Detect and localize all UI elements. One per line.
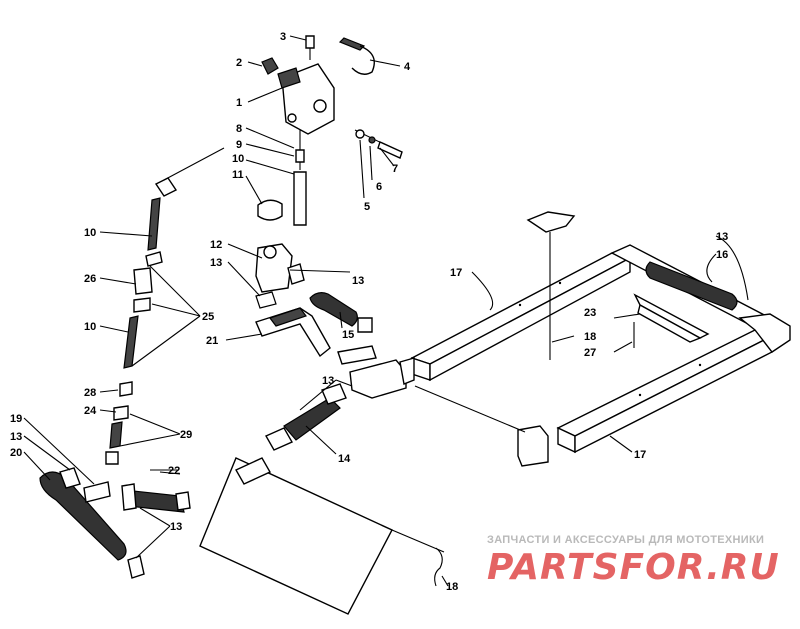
- callout-8: 8: [236, 123, 242, 135]
- filler-housing-assembly: [255, 35, 403, 309]
- callout-19: 19: [10, 413, 22, 425]
- hose-assembly-center: [255, 292, 415, 399]
- callout-14: 14: [338, 453, 351, 465]
- callout-12: 12: [210, 239, 222, 251]
- bleed-line-chain: [105, 177, 178, 465]
- callout-10: 10: [84, 227, 96, 239]
- callout-9: 9: [236, 139, 242, 151]
- callout-17: 17: [450, 267, 462, 279]
- callout-18: 18: [584, 331, 596, 343]
- callout-13: 13: [716, 231, 728, 243]
- callout-10: 10: [232, 153, 244, 165]
- callout-21: 21: [206, 335, 218, 347]
- callout-23: 23: [584, 307, 596, 319]
- callout-3: 3: [280, 31, 286, 43]
- callout-2: 2: [236, 57, 242, 69]
- callout-22: 22: [168, 465, 180, 477]
- callout-labels: 3 4 2 1 8 9 10 11 7 6 5 10 12 13 13 26 2…: [10, 31, 728, 593]
- watermark-subtitle: ЗАПЧАСТИ И АКСЕССУАРЫ ДЛЯ МОТОТЕХНИКИ: [487, 534, 765, 546]
- heat-exchanger-frame: [410, 211, 791, 467]
- callout-6: 6: [376, 181, 382, 193]
- callout-27: 27: [584, 347, 596, 359]
- bottom-plate: [199, 457, 445, 615]
- callout-26: 26: [84, 273, 96, 285]
- callout-4: 4: [404, 61, 411, 73]
- callout-10: 10: [84, 321, 96, 333]
- callout-7: 7: [392, 163, 398, 175]
- callout-25: 25: [202, 311, 214, 323]
- callout-13: 13: [10, 431, 22, 443]
- callout-18: 18: [446, 581, 458, 593]
- callout-16: 16: [716, 249, 728, 261]
- callout-28: 28: [84, 387, 96, 399]
- callout-13: 13: [322, 375, 334, 387]
- callout-15: 15: [342, 329, 354, 341]
- callout-13: 13: [352, 275, 364, 287]
- watermark-logo: PARTSFOR.RU: [487, 547, 780, 588]
- callout-13: 13: [210, 257, 222, 269]
- callout-29: 29: [180, 429, 192, 441]
- hose-20-22-assembly: [39, 467, 243, 579]
- callout-5: 5: [364, 201, 370, 213]
- callout-1: 1: [236, 97, 242, 109]
- callout-11: 11: [232, 169, 244, 181]
- hose-14: [265, 383, 347, 451]
- leader-lines: [23, 35, 749, 587]
- callout-24: 24: [84, 405, 97, 417]
- callout-20: 20: [10, 447, 22, 459]
- callout-13: 13: [170, 521, 182, 533]
- callout-17: 17: [634, 449, 646, 461]
